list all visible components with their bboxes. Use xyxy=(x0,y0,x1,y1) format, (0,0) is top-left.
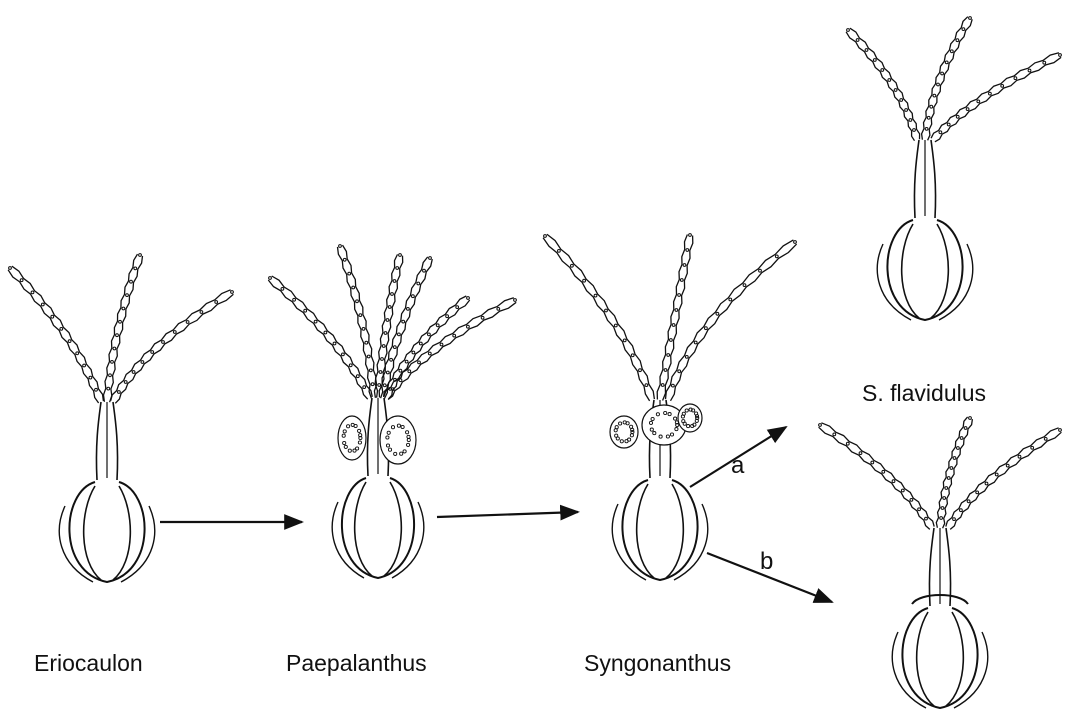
arrow-label-a: a xyxy=(731,452,744,480)
arrow-paepalanthus-to-syngonanthus xyxy=(437,512,578,517)
arrow-label-b: b xyxy=(760,548,773,576)
label-paepalanthus: Paepalanthus xyxy=(286,650,427,677)
flower-syngonanthus-variant-b xyxy=(819,417,1062,708)
flower-syngonanthus-appendage xyxy=(610,416,638,448)
flower-syngonanthus-variant-b-stigma-branch xyxy=(819,423,935,530)
flower-syngonanthus-stigma-branch xyxy=(543,234,654,401)
flower-eriocaulon-stigma-branch xyxy=(111,290,234,404)
flower-paepalanthus-stigma-branch xyxy=(268,276,372,399)
flower-paepalanthus-stigma-branch xyxy=(374,254,402,399)
flower-s-flavidulus-stigma-branch xyxy=(846,28,920,141)
flower-syngonanthus-appendage xyxy=(678,404,702,432)
flower-syngonanthus xyxy=(543,234,797,580)
flower-illustrations xyxy=(8,17,1061,708)
flower-s-flavidulus xyxy=(846,17,1061,320)
flower-paepalanthus-stigma-branch xyxy=(379,257,432,399)
flower-eriocaulon-stigma-branch xyxy=(104,254,143,403)
label-eriocaulon: Eriocaulon xyxy=(34,650,143,677)
flower-paepalanthus xyxy=(268,245,516,578)
flower-s-flavidulus-stigma-branch xyxy=(931,53,1061,142)
flower-syngonanthus-stigma-branch xyxy=(657,234,693,401)
flower-eriocaulon-stigma-branch xyxy=(8,266,103,403)
label-s-flavidulus: S. flavidulus xyxy=(862,380,986,407)
flower-eriocaulon xyxy=(8,254,233,582)
flower-paepalanthus-stigma-branch xyxy=(384,298,516,400)
flower-paepalanthus-appendage xyxy=(338,416,366,460)
flower-paepalanthus-appendage xyxy=(380,416,416,464)
label-syngonanthus: Syngonanthus xyxy=(584,650,731,677)
